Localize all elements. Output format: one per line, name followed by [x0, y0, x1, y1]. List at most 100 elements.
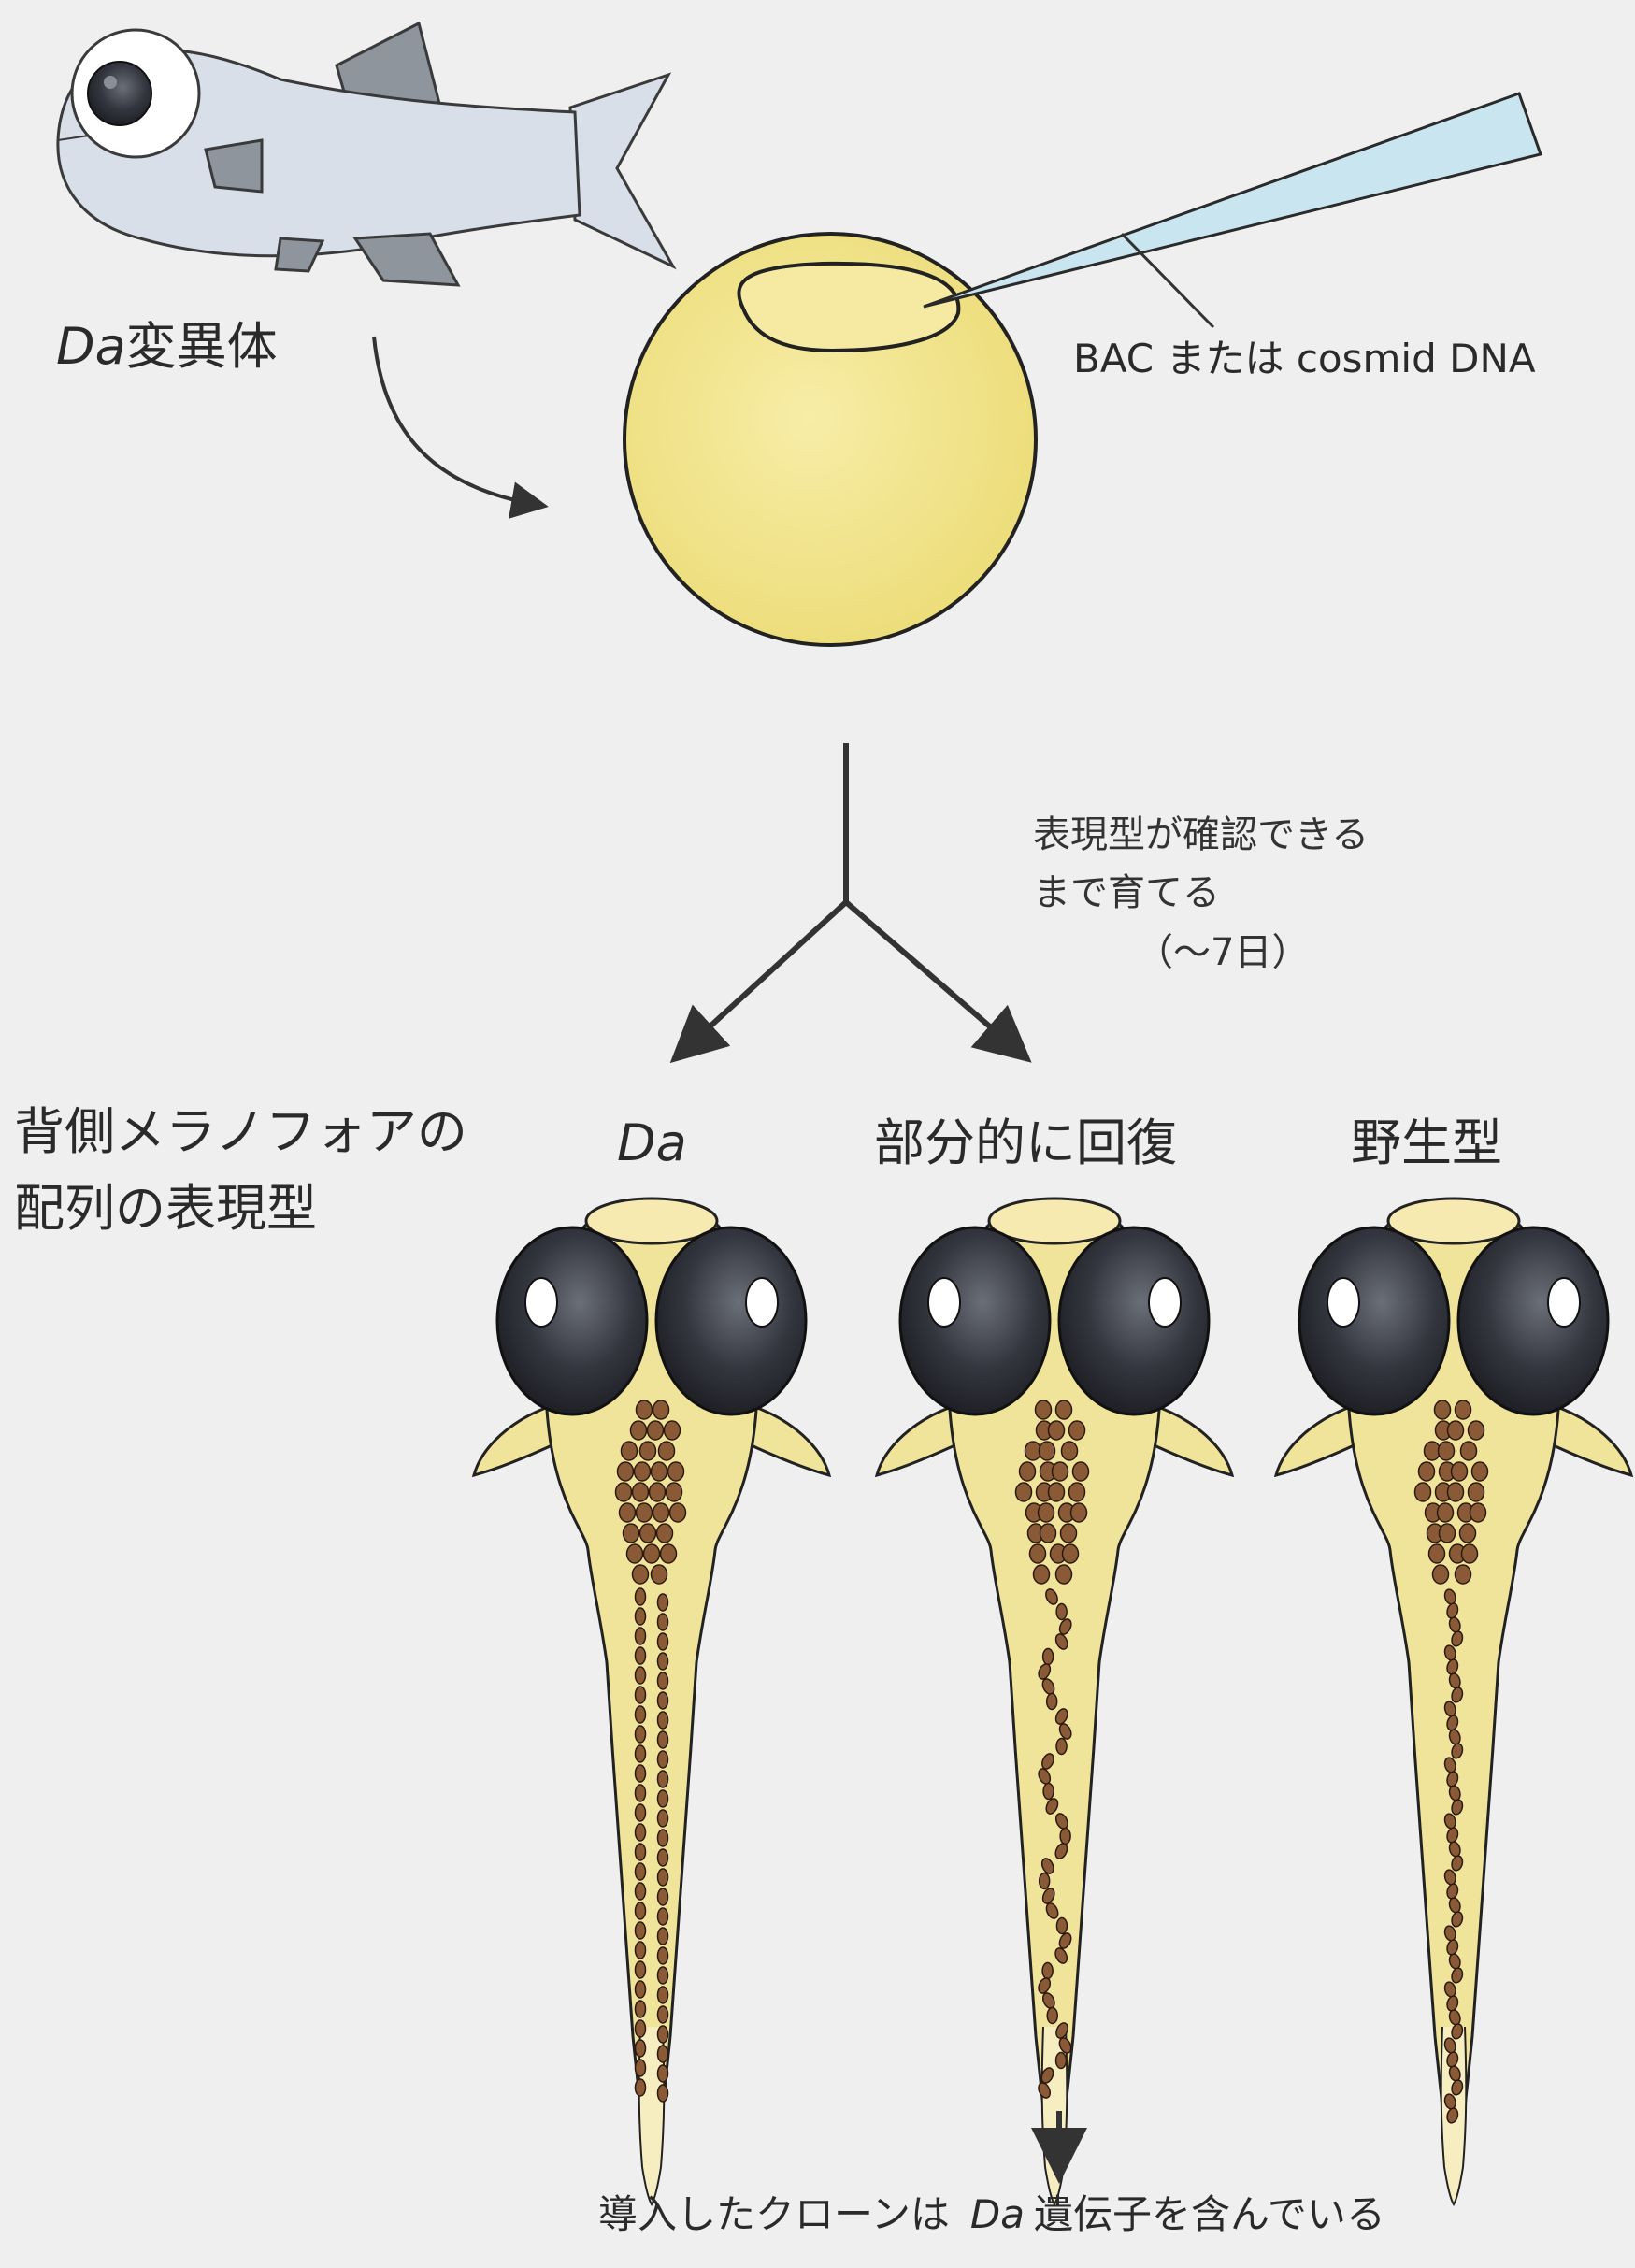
larva-da — [474, 1199, 829, 2204]
melanophore-dot — [1435, 1400, 1451, 1419]
grow-instruction-line2: まで育てる — [1033, 871, 1220, 914]
melanophore-dot — [1039, 1503, 1054, 1522]
melanophore-dot — [661, 1544, 677, 1563]
melanophore-dot — [1472, 1462, 1488, 1481]
melanophore-dot — [627, 1544, 643, 1563]
injection-needle — [924, 93, 1541, 327]
melanophore-dot — [636, 1745, 646, 1762]
melanophore-dot — [636, 2001, 646, 2017]
adult-fish-illustration — [58, 23, 673, 285]
melanophore-dot — [653, 1503, 669, 1522]
melanophore-dot — [1462, 1544, 1478, 1563]
melanophore-dot — [636, 1765, 646, 1782]
melanophore-dot — [1439, 1442, 1455, 1460]
melanophore-dot — [1053, 1462, 1068, 1481]
melanophore-dot — [658, 1633, 668, 1650]
melanophore-dot — [1069, 1483, 1085, 1501]
melanophore-dot — [1040, 1873, 1050, 1889]
melanophore-dot — [658, 1751, 668, 1768]
mutant-gene-name: Da — [56, 317, 126, 376]
melanophore-dot — [636, 1588, 646, 1605]
melanophore-dot — [653, 1400, 669, 1419]
melanophore-dot — [636, 2020, 646, 2037]
melanophore-dot — [636, 2040, 646, 2057]
conclusion-suffix: 遺伝子を含んでいる — [1034, 2191, 1385, 2237]
melanophore-dot — [1047, 1694, 1057, 1710]
melanophore-dot — [658, 1810, 668, 1827]
melanophore-dot — [636, 1961, 646, 1978]
melanophore-dot — [670, 1503, 686, 1522]
melanophore-dot — [1062, 1442, 1078, 1460]
melanophore-dot — [1438, 1503, 1454, 1522]
column-label-wild: 野生型 — [1351, 1114, 1502, 1172]
melanophore-dot — [1440, 1524, 1456, 1543]
melanophore-dot — [636, 1706, 646, 1723]
melanophore-dot — [636, 1824, 646, 1841]
column-label-partial: 部分的に回復 — [874, 1114, 1177, 1172]
melanophore-dot — [1433, 1565, 1449, 1584]
grow-instruction-line3: （～7日） — [1136, 931, 1309, 974]
melanophore-dot — [658, 1987, 668, 2003]
melanophore-dot — [1049, 1421, 1065, 1440]
larva-wild-type — [1276, 1199, 1631, 2204]
melanophore-dot — [658, 1888, 668, 1905]
melanophore-dot — [658, 1692, 668, 1709]
melanophore-dot — [658, 1614, 668, 1630]
melanophore-dot — [658, 1849, 668, 1866]
melanophore-dot — [636, 1863, 646, 1880]
melanophore-dot — [658, 1869, 668, 1886]
melanophore-dot — [636, 1608, 646, 1625]
melanophore-dot — [620, 1503, 636, 1522]
melanophore-dot — [1071, 1503, 1087, 1522]
melanophore-dot — [1069, 1421, 1085, 1440]
melanophore-dot — [636, 1922, 646, 1939]
melanophore-dot — [633, 1565, 649, 1584]
melanophore-dot — [624, 1524, 639, 1543]
melanophore-dot — [657, 1524, 673, 1543]
melanophore-dot — [658, 1771, 668, 1787]
melanophore-dot — [636, 1647, 646, 1664]
melanophore-dot — [637, 1400, 653, 1419]
phenotype-label-line1: 背側メラノフォアの — [14, 1103, 467, 1161]
melanophore-dot — [1040, 1524, 1056, 1543]
melanophore-dot — [1043, 1649, 1054, 1665]
dna-label: BAC または cosmid DNA — [1073, 337, 1536, 381]
conclusion-prefix: 導入したクローンは — [598, 2191, 950, 2237]
melanophore-dot — [658, 2065, 668, 2082]
melanophore-dot — [1056, 2053, 1067, 2069]
melanophore-dot — [636, 1667, 646, 1684]
melanophore-dot — [640, 1442, 656, 1460]
melanophore-dot — [667, 1483, 682, 1501]
melanophore-dot — [658, 1790, 668, 1807]
melanophore-dot — [636, 1785, 646, 1801]
melanophore-dot — [1063, 1544, 1079, 1563]
melanophore-dot — [1056, 1918, 1067, 1934]
melanophore-dot — [1073, 1462, 1089, 1481]
melanophore-dot — [1042, 1963, 1053, 1979]
melanophore-dot — [631, 1421, 647, 1440]
melanophore-dot — [1452, 1462, 1468, 1481]
melanophore-dot — [665, 1421, 681, 1440]
melanophore-dot — [633, 1483, 649, 1501]
melanophore-dot — [1448, 1421, 1464, 1440]
melanophore-dot — [658, 2026, 668, 2043]
melanophore-dot — [636, 1804, 646, 1821]
melanophore-dot — [637, 1503, 653, 1522]
melanophore-dot — [1415, 1483, 1431, 1501]
melanophore-dot — [658, 1594, 668, 1611]
melanophore-dot — [1043, 1784, 1054, 1800]
column-label-da: Da — [617, 1114, 687, 1172]
branch-arrows — [682, 743, 1019, 1052]
melanophore-dot — [636, 2060, 646, 2076]
melanophore-dot — [1060, 1829, 1070, 1845]
melanophore-dot — [1040, 1442, 1055, 1460]
melanophore-dot — [1470, 1503, 1486, 1522]
melanophore-dot — [1469, 1421, 1484, 1440]
melanophore-dot — [668, 1462, 684, 1481]
melanophore-dot — [1448, 1483, 1464, 1501]
melanophore-dot — [1056, 1400, 1072, 1419]
melanophore-dot — [658, 2046, 668, 2062]
melanophore-dot — [658, 1830, 668, 1846]
